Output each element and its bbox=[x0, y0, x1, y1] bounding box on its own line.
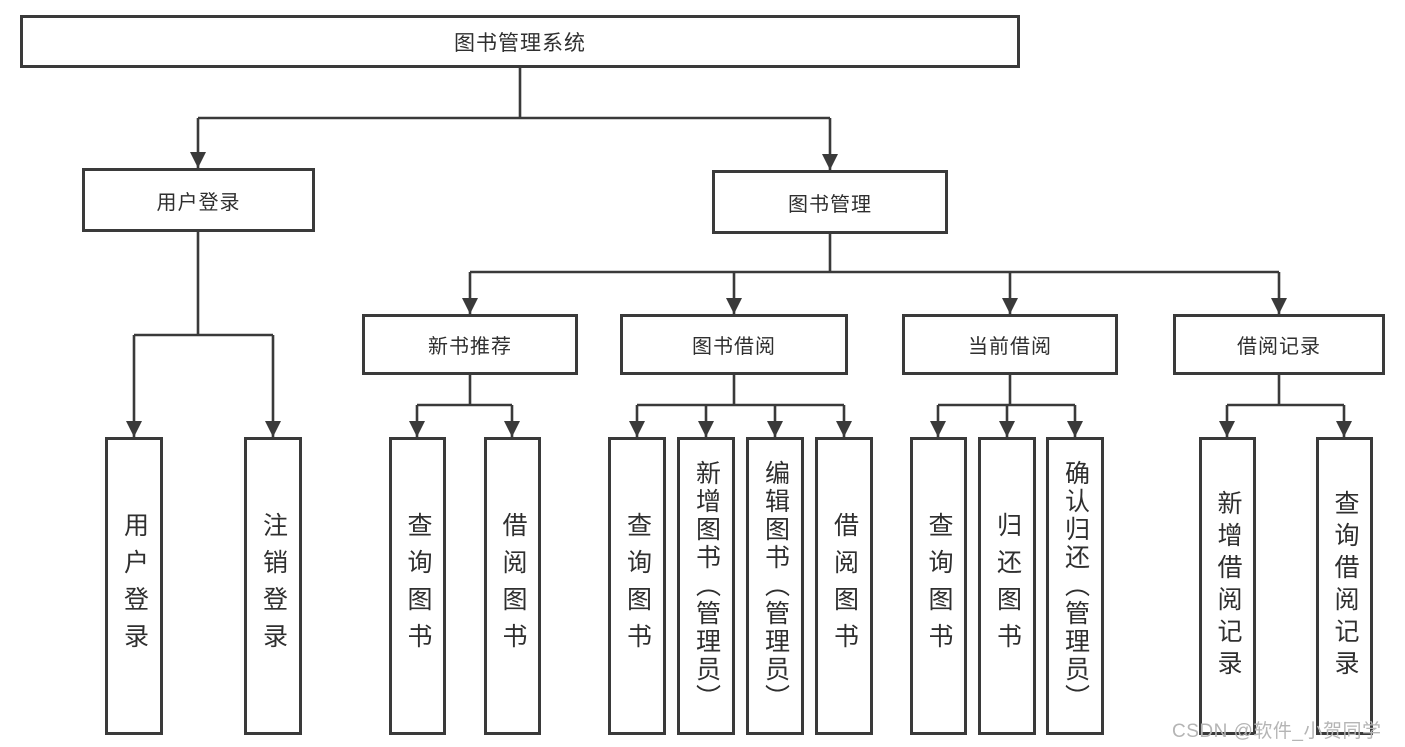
leaf-label: 注销登录 bbox=[259, 512, 288, 660]
leaf-label: 确认归还（管理员） bbox=[1061, 460, 1090, 712]
leaf-confirm-return-admin: 确认归还（管理员） bbox=[1046, 437, 1104, 735]
leaf-add-borrow-record: 新增借阅记录 bbox=[1199, 437, 1256, 735]
leaf-borrow-books-recommend: 借阅图书 bbox=[484, 437, 541, 735]
leaf-label: 查询借阅记录 bbox=[1331, 490, 1359, 682]
leaf-label: 借阅图书 bbox=[499, 512, 527, 660]
node-current-borrowing: 当前借阅 bbox=[902, 314, 1118, 375]
leaf-edit-book-admin: 编辑图书（管理员） bbox=[746, 437, 804, 735]
leaf-label: 用户登录 bbox=[120, 512, 149, 660]
leaf-label: 归还图书 bbox=[993, 512, 1022, 660]
csdn-watermark: CSDN @软件_小贺同学 bbox=[1172, 721, 1382, 742]
leaf-label: 借阅图书 bbox=[830, 512, 859, 660]
leaf-query-books-current: 查询图书 bbox=[910, 437, 967, 735]
leaf-label: 查询图书 bbox=[404, 512, 432, 660]
leaf-query-books-recommend: 查询图书 bbox=[389, 437, 446, 735]
leaf-user-login: 用户登录 bbox=[105, 437, 163, 735]
leaf-borrow-books-borrowing: 借阅图书 bbox=[815, 437, 873, 735]
leaf-return-books: 归还图书 bbox=[978, 437, 1036, 735]
node-new-book-recommendation: 新书推荐 bbox=[362, 314, 578, 375]
node-borrowing-records: 借阅记录 bbox=[1173, 314, 1385, 375]
node-book-management: 图书管理 bbox=[712, 170, 948, 234]
leaf-query-books-borrowing: 查询图书 bbox=[608, 437, 666, 735]
leaf-query-borrow-record: 查询借阅记录 bbox=[1316, 437, 1373, 735]
leaf-label: 查询图书 bbox=[623, 512, 652, 660]
leaf-label: 编辑图书（管理员） bbox=[761, 460, 790, 712]
node-library-management-system: 图书管理系统 bbox=[20, 15, 1020, 68]
leaf-label: 查询图书 bbox=[925, 512, 953, 660]
node-book-borrowing: 图书借阅 bbox=[620, 314, 848, 375]
leaf-add-book-admin: 新增图书（管理员） bbox=[677, 437, 735, 735]
connector-bus-lines bbox=[134, 68, 1344, 407]
leaf-label: 新增图书（管理员） bbox=[692, 460, 721, 712]
node-user-login: 用户登录 bbox=[82, 168, 315, 232]
leaf-logout-login: 注销登录 bbox=[244, 437, 302, 735]
leaf-label: 新增借阅记录 bbox=[1214, 490, 1242, 682]
